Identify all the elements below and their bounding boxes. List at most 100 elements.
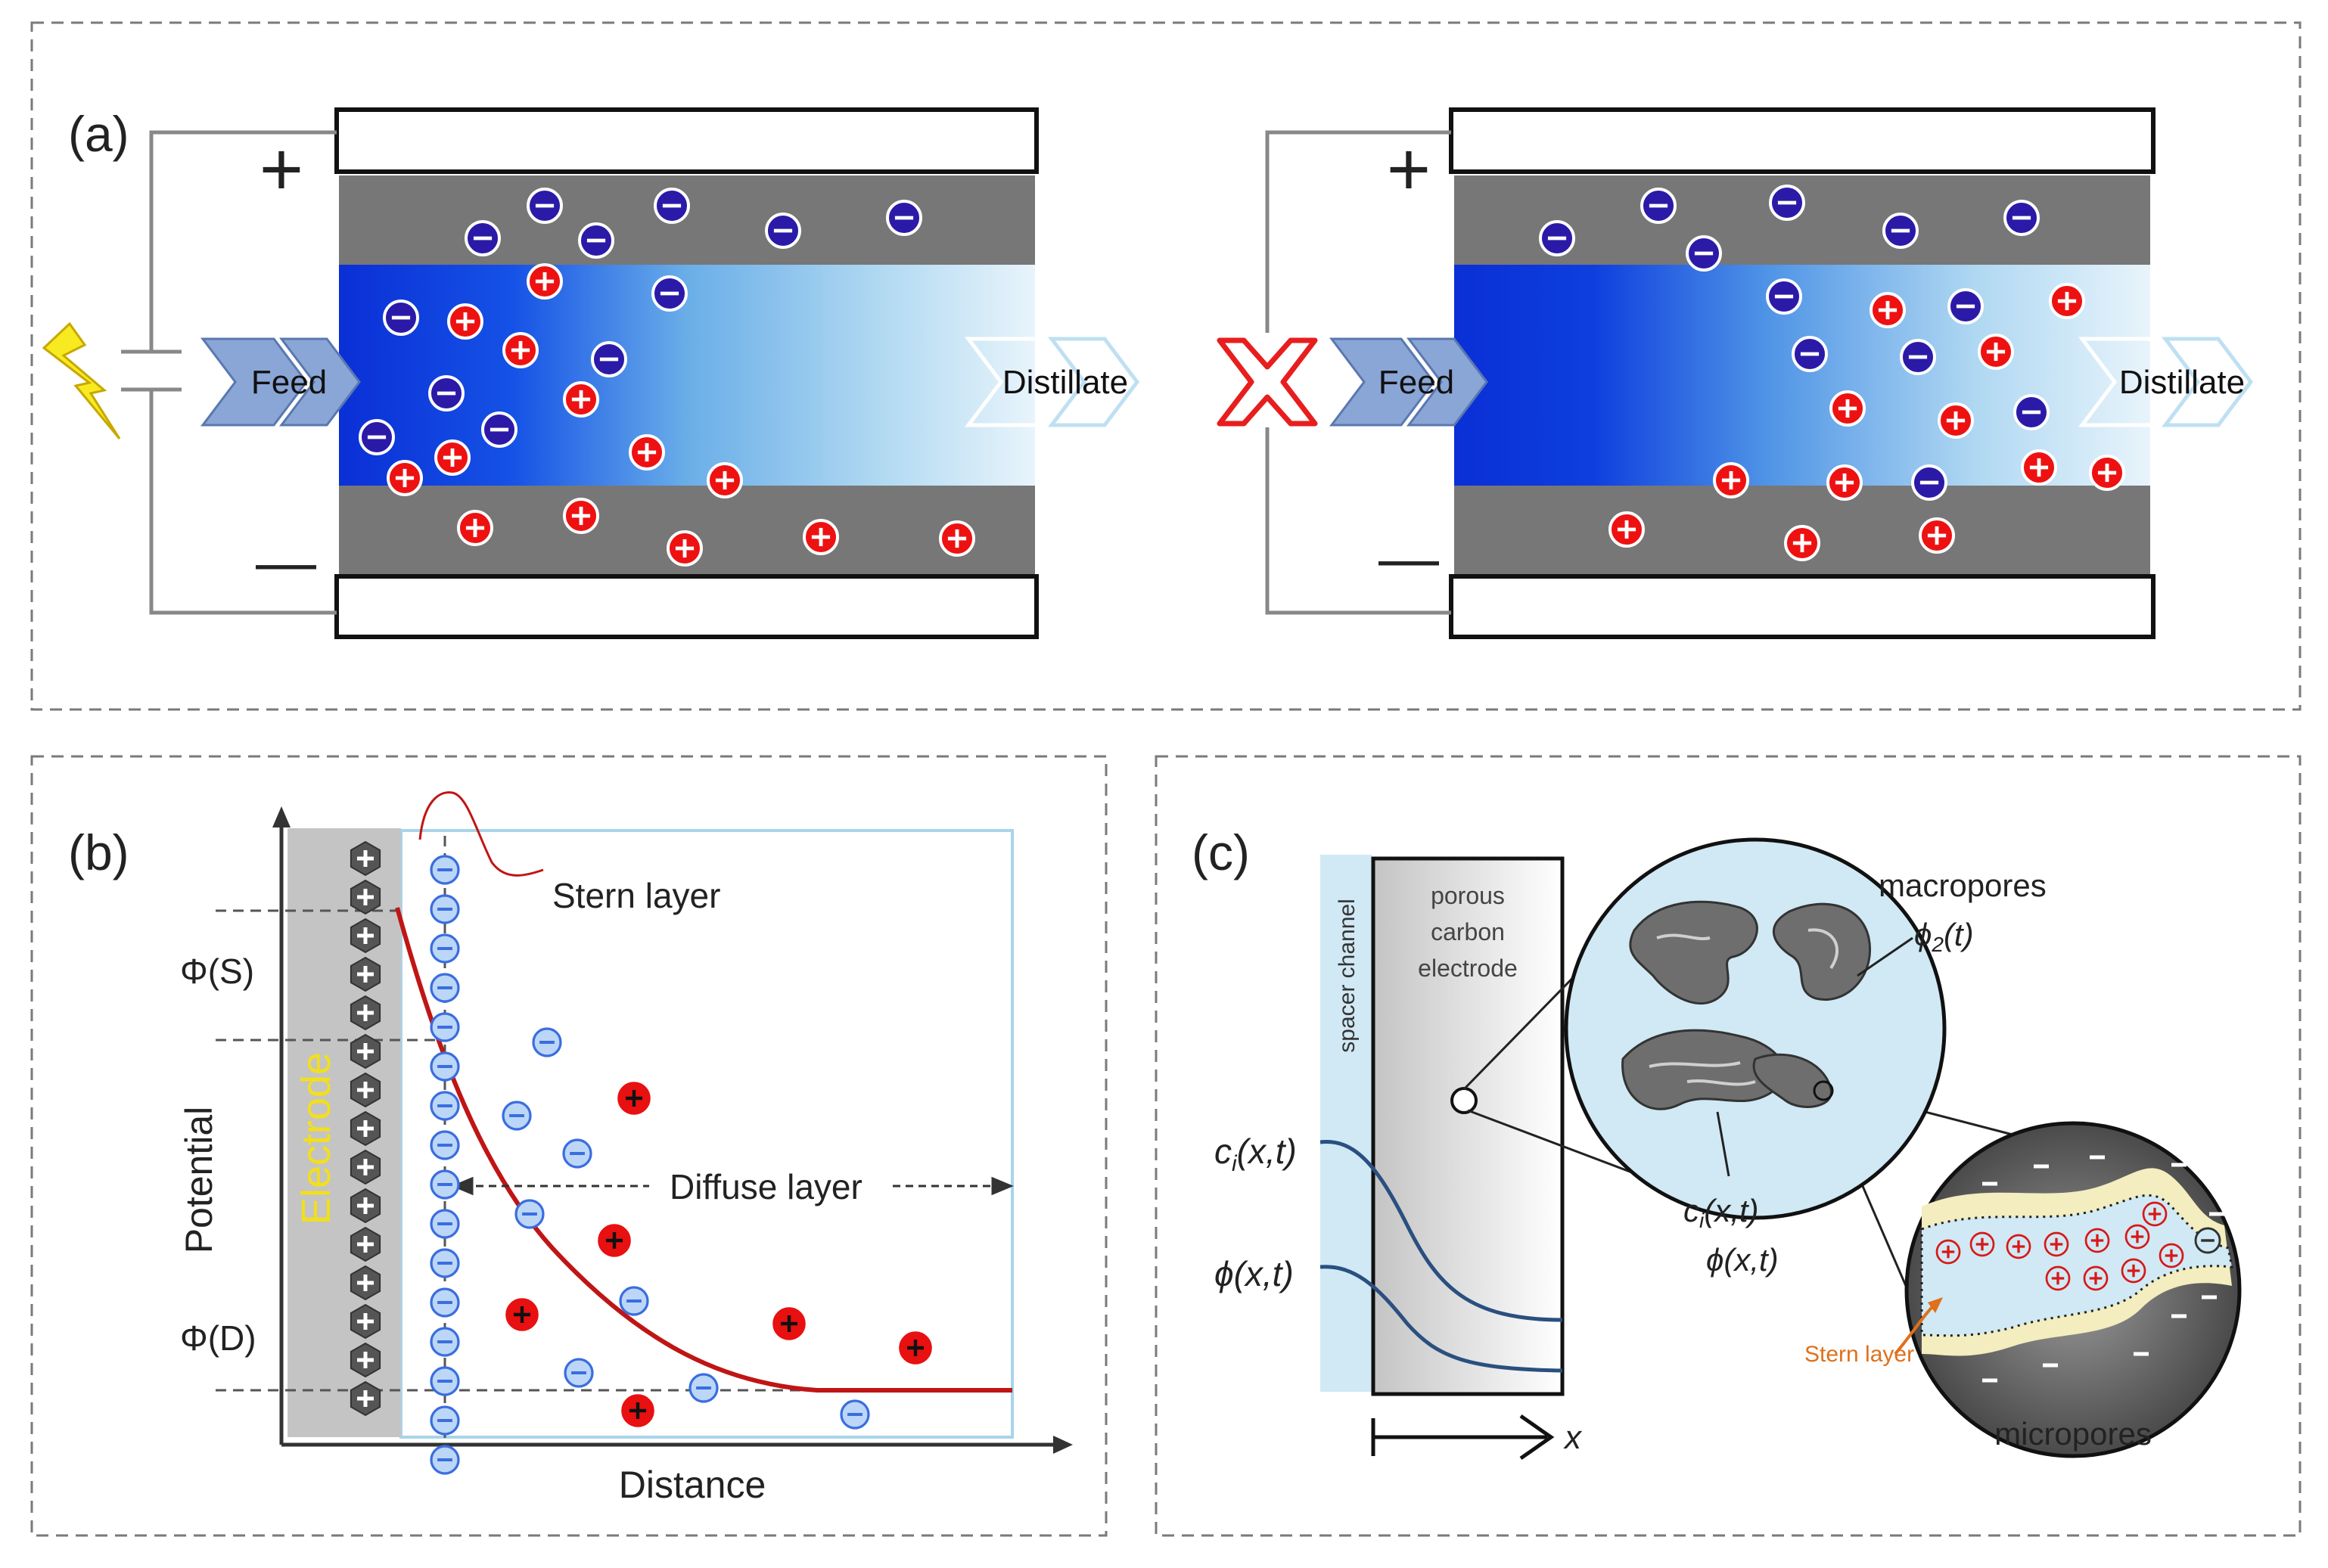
- cation-icon: [2006, 1234, 2031, 1259]
- cation-icon: [434, 439, 471, 476]
- anion-icon: [688, 1373, 719, 1403]
- cation-icon: [1713, 462, 1749, 498]
- carbon-particles: [1621, 900, 1871, 1110]
- distillate-arrow-icon: [964, 337, 1140, 427]
- x-axis-label: Distance: [619, 1464, 766, 1506]
- anion-icon: [359, 419, 395, 455]
- cation-icon: [563, 498, 599, 534]
- circuit-wire: [121, 130, 337, 615]
- red-cross-icon: [1217, 337, 1318, 427]
- stern-layer-label: Stern layer: [1804, 1342, 1914, 1367]
- cation-icon: [1938, 402, 1974, 439]
- cation-icon: [899, 1331, 932, 1365]
- electrode-top: [339, 175, 1035, 265]
- ions-b: [430, 855, 932, 1475]
- phi-inner-label: ϕ(x,t): [1706, 1242, 1779, 1278]
- spacer-channel-label: spacer channel: [1335, 899, 1360, 1052]
- surface-charge-icon: [350, 1110, 381, 1147]
- ions-left: [359, 188, 975, 567]
- y-axis-label: Potential: [178, 1107, 220, 1254]
- anion-icon: [430, 1366, 460, 1396]
- anion-icon: [383, 300, 419, 336]
- cation-icon: [2121, 1258, 2146, 1284]
- anion-icon: [2194, 1227, 2221, 1254]
- anion-icon: [765, 213, 801, 249]
- cation-icon: [1608, 511, 1645, 548]
- cation-icon: [2049, 283, 2085, 319]
- anion-icon: [430, 1287, 460, 1318]
- anion-icon: [502, 1101, 532, 1131]
- cation-icon: [1969, 1231, 1995, 1257]
- cation-icon: [1978, 334, 2014, 370]
- anion-icon: [430, 1169, 460, 1200]
- anion-icon: [1769, 185, 1805, 221]
- anion-icon: [514, 1199, 545, 1229]
- cation-icon: [667, 530, 703, 567]
- current-collector-top: [1449, 107, 2155, 174]
- anion-icon: [2013, 394, 2050, 430]
- cation-icon: [2044, 1231, 2069, 1257]
- surface-charge-icon: [350, 918, 381, 954]
- cell-discharging: + — Feed Distillate: [1217, 107, 2254, 639]
- panel-c: (c) spacer channel porous carbon electro…: [1155, 755, 2302, 1537]
- anion-icon: [619, 1286, 649, 1316]
- anion-icon: [430, 894, 460, 924]
- cation-icon: [598, 1224, 631, 1257]
- pore-channels: [1649, 928, 1839, 1086]
- stern-pointer-head: [1928, 1297, 1943, 1313]
- lightning-icon: [42, 321, 121, 439]
- potential-profile-curve: [1319, 1265, 1563, 1373]
- cation-icon: [617, 1082, 651, 1115]
- panel-b: (b) Electrode Stern layer Diffuse layer …: [30, 755, 1108, 1537]
- anion-icon: [430, 1248, 460, 1278]
- anion-icon: [430, 933, 460, 964]
- surface-charge-icon: [350, 879, 381, 915]
- surface-charge-icon: [350, 1188, 381, 1224]
- panel-c-label: (c): [1192, 824, 1250, 880]
- anion-icon: [430, 1091, 460, 1121]
- anion-icon: [430, 1051, 460, 1082]
- panel-c-frame: [1155, 755, 2302, 1537]
- current-collector-top: [334, 107, 1039, 174]
- cation-icon: [2159, 1243, 2184, 1268]
- surface-charge-icon: [350, 1033, 381, 1070]
- surface-charge-icon: [350, 1149, 381, 1185]
- surface-charge-icon: [350, 1380, 381, 1417]
- anion-icon: [562, 1138, 592, 1169]
- panel-b-label: (b): [68, 824, 129, 880]
- anion-icon: [430, 1209, 460, 1239]
- minus-sign: —: [256, 528, 316, 595]
- x-axis-label: x: [1563, 1419, 1583, 1456]
- cation-icon: [527, 263, 563, 300]
- feed-arrow-icon: [1329, 337, 1488, 427]
- cation-icon: [707, 462, 743, 498]
- cation-icon: [2084, 1228, 2110, 1253]
- anion-icon: [578, 222, 614, 259]
- spacer-channel: [1320, 855, 1372, 1392]
- anion-icon: [430, 1405, 460, 1436]
- surface-charge-icon: [350, 995, 381, 1031]
- distillate-label: Distillate: [2119, 364, 2245, 401]
- cation-icon: [2089, 455, 2125, 491]
- anion-icon: [1947, 288, 1984, 324]
- feed-arrow-icon: [200, 337, 361, 427]
- anion-icon: [532, 1027, 562, 1057]
- surface-charge-icon: [350, 1265, 381, 1301]
- panel-a: (a) + — Feed: [30, 21, 2302, 711]
- zoom-point: [1450, 1087, 1478, 1114]
- y-axis-arrow: [272, 806, 291, 827]
- anion-icon: [651, 275, 688, 312]
- anion-icon: [1640, 188, 1677, 224]
- anion-icon: [886, 200, 922, 236]
- cation-icon: [803, 519, 839, 555]
- cation-icon: [1935, 1239, 1961, 1265]
- cation-icon: [1826, 464, 1863, 501]
- zoom-point-2: [1813, 1080, 1834, 1101]
- panel-a-frame: [30, 21, 2302, 711]
- anion-icon: [591, 341, 627, 377]
- ions-right: [1539, 185, 2125, 561]
- plus-sign: +: [1387, 127, 1431, 212]
- cell-charging: + — Feed Distillate: [42, 107, 1140, 639]
- cation-icon: [629, 434, 665, 470]
